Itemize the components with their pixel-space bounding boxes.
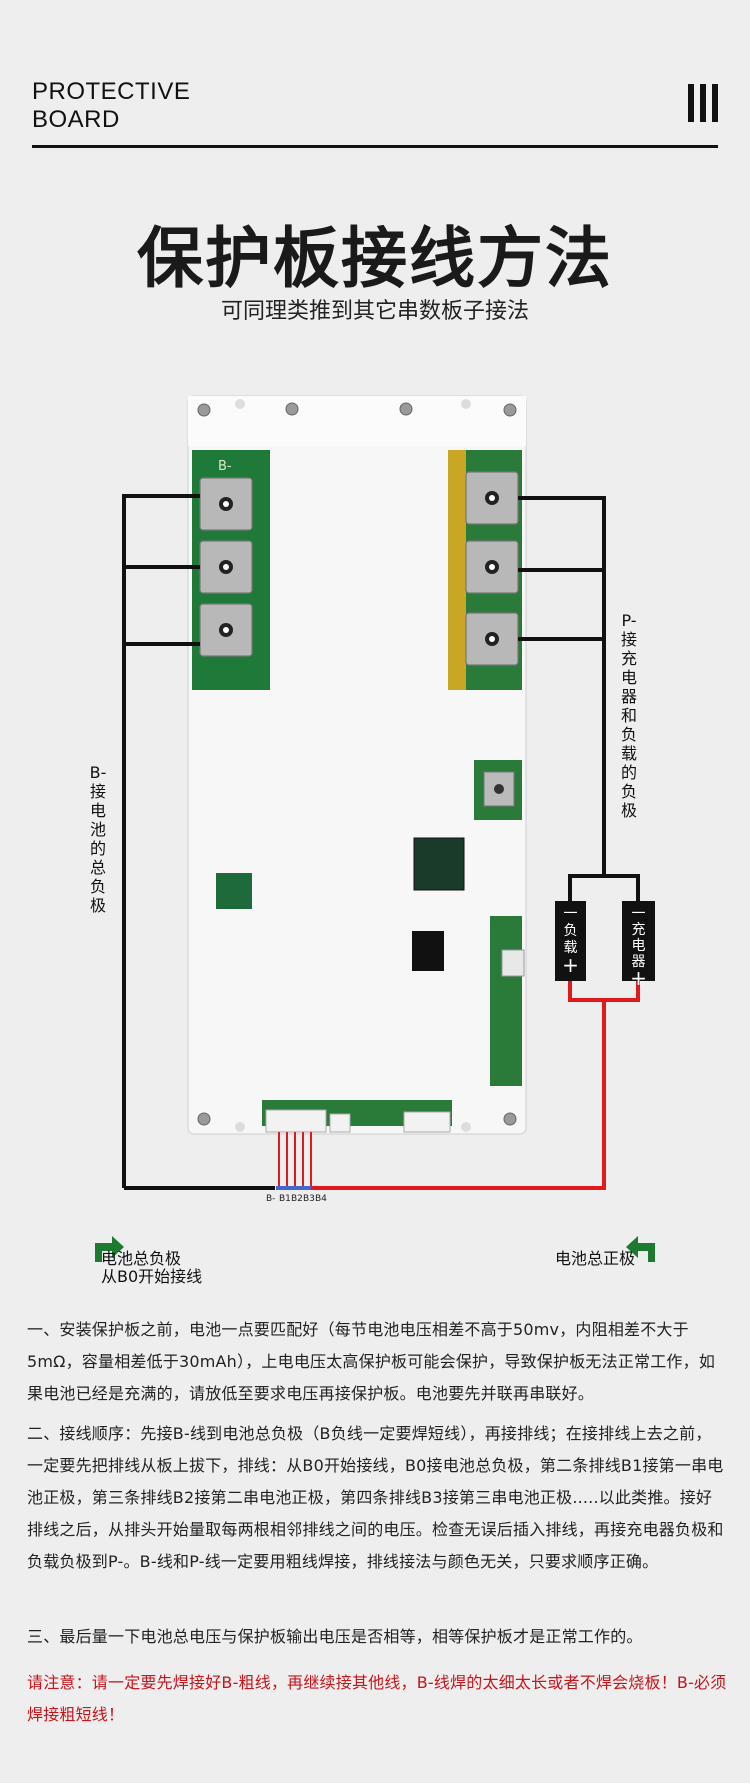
instruction-paragraph-2: 二、接线顺序：先接B-线到电池总负极（B负线一定要焊短线），再接排线；在接排线上… xyxy=(27,1424,724,1571)
silkscreen-bminus: B- xyxy=(218,459,232,474)
negative-terminal-label: 电池总负极 从B0开始接线 xyxy=(101,1249,203,1286)
pin-label: B4 xyxy=(315,1194,327,1204)
wiring-diagram: B- xyxy=(95,395,655,1262)
pin-label: B1 xyxy=(279,1194,291,1204)
warning-note: 请注意：请一定要先焊接好B-粗线，再继续接其他线，B-线焊的太细太长或者不焊会烧… xyxy=(27,1673,727,1724)
instruction-paragraph-1: 一、安装保护板之前，电池一点要匹配好（每节电池电压相差不高于50mv，内阻相差不… xyxy=(27,1320,716,1403)
three-bars-icon xyxy=(688,84,718,122)
charger-box xyxy=(622,901,655,981)
pminus-label: P-接充电器和负载的负极 xyxy=(620,611,637,820)
positive-terminal-label: 电池总正极 xyxy=(555,1249,636,1268)
instruction-paragraph-3: 三、最后量一下电池总电压与保护板输出电压是否相等，相等保护板才是正常工作的。 xyxy=(27,1627,643,1646)
positive-arrow-icon xyxy=(626,1236,655,1262)
header-line-1: PROTECTIVE xyxy=(32,78,191,105)
ic-chip xyxy=(412,931,444,971)
page-title: 保护板接线方法 xyxy=(137,220,613,297)
pin-label: B3 xyxy=(303,1194,315,1204)
negative-arrow-icon xyxy=(95,1236,124,1262)
load-box xyxy=(555,901,586,981)
pin-label: B- xyxy=(266,1194,276,1204)
screw-icon xyxy=(197,402,517,1126)
page-subtitle: 可同理类推到其它串数板子接法 xyxy=(220,299,529,324)
mosfet-chip xyxy=(413,837,465,891)
header-divider xyxy=(32,145,718,148)
bminus-label: B-接电池的总负极 xyxy=(89,763,107,915)
header-title: PROTECTIVE BOARD xyxy=(32,78,190,134)
balance-connector xyxy=(265,1109,327,1133)
pin-label: B2 xyxy=(291,1194,303,1204)
charger-box-label: 一 充电器 + xyxy=(630,906,647,990)
load-box-label: 一 负载 + xyxy=(562,906,579,977)
header-line-2: BOARD xyxy=(32,106,120,133)
